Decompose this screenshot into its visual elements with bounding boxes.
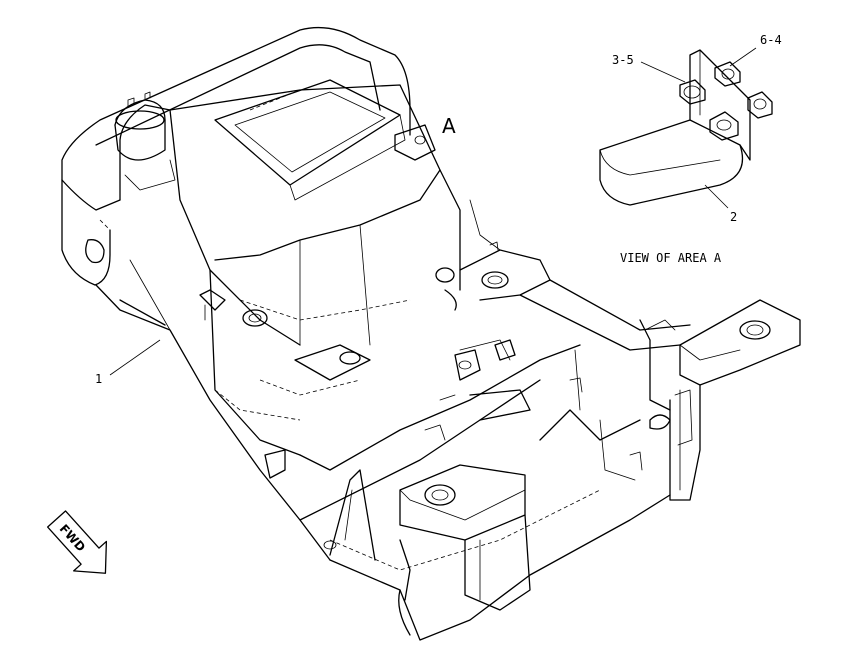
area-a-marker: A xyxy=(442,114,456,138)
callout-part-3-5: 3-5 xyxy=(612,53,634,67)
fwd-label: FWD xyxy=(57,522,88,555)
fwd-arrow-icon: FWD xyxy=(47,510,108,574)
callout-part-6-4: 6-4 xyxy=(760,33,782,47)
detail-view-area-a xyxy=(599,49,773,206)
bolt-lower xyxy=(709,91,773,141)
callout-part-1: 1 xyxy=(95,372,102,386)
callout-part-2: 2 xyxy=(730,210,737,224)
frame-assembly xyxy=(61,26,801,641)
bolt-upper xyxy=(679,61,741,105)
view-caption: VIEW OF AREA A xyxy=(620,251,722,265)
